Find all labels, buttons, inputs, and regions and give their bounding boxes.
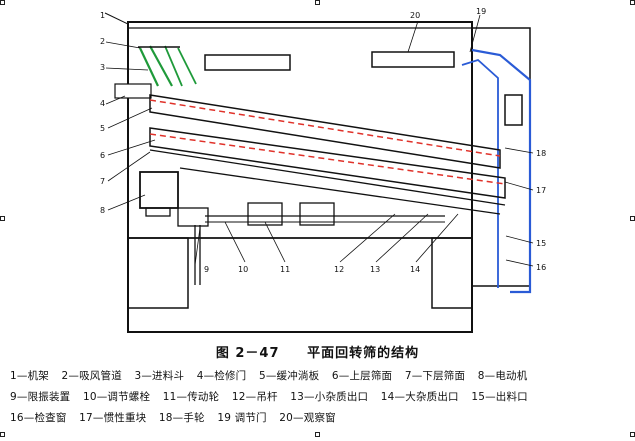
legend-item: 11—传动轮 bbox=[162, 391, 220, 403]
figure-number: 图 2－47 bbox=[215, 346, 280, 361]
resize-handle-bl[interactable] bbox=[0, 432, 5, 437]
callout-13: 13 bbox=[370, 265, 380, 274]
machine-frame bbox=[127, 21, 473, 333]
legend-item: 18—手轮 bbox=[158, 412, 205, 424]
resize-handle-left[interactable] bbox=[0, 216, 5, 221]
upper-screen-red bbox=[149, 99, 501, 157]
callout-3: 3 bbox=[100, 63, 105, 72]
legend-item: 2—吸风管道 bbox=[61, 370, 122, 382]
legend-item: 6—上层筛面 bbox=[331, 370, 393, 382]
resize-handle-br[interactable] bbox=[630, 432, 635, 437]
drive-wheel bbox=[177, 207, 209, 227]
legend-row-2: 9—限振装置 10—调节螺栓 11—传动轮 12—吊杆 13—小杂质出口 14—… bbox=[10, 389, 630, 404]
legend-item: 3—进料斗 bbox=[134, 370, 185, 382]
legend-item: 17—惯性重块 bbox=[79, 412, 147, 424]
resize-handle-bottom[interactable] bbox=[315, 432, 320, 437]
resize-handle-tr[interactable] bbox=[630, 0, 635, 5]
callout-19: 19 bbox=[476, 7, 486, 16]
inspection-window bbox=[504, 94, 523, 126]
upper-sieve-deck bbox=[149, 94, 501, 169]
callout-11: 11 bbox=[280, 265, 290, 274]
lower-screen-red bbox=[149, 133, 506, 185]
resize-handle-right[interactable] bbox=[630, 216, 635, 221]
legend-row-1: 1—机架 2—吸风管道 3—进料斗 4—检修门 5—缓冲淌板 6—上层筛面 7—… bbox=[10, 368, 630, 383]
legend-item: 9—限振装置 bbox=[10, 391, 71, 403]
legend-item: 1—机架 bbox=[10, 370, 49, 382]
callout-4: 4 bbox=[100, 99, 105, 108]
callout-14: 14 bbox=[410, 265, 420, 274]
blue-casing bbox=[471, 48, 532, 294]
electric-motor bbox=[139, 171, 179, 209]
feed-hopper bbox=[139, 47, 159, 87]
callout-10: 10 bbox=[238, 265, 248, 274]
legend-item: 13—小杂质出口 bbox=[290, 391, 369, 403]
legend-item: 12—吊杆 bbox=[231, 391, 278, 403]
callout-1: 1 bbox=[100, 11, 105, 20]
callout-6: 6 bbox=[100, 151, 105, 160]
callout-7: 7 bbox=[100, 177, 105, 186]
legend-item: 10—调节螺栓 bbox=[82, 391, 151, 403]
legend-item: 7—下层筛面 bbox=[404, 370, 466, 382]
legend-item: 5—缓冲淌板 bbox=[258, 370, 320, 382]
resize-handle-top[interactable] bbox=[315, 0, 320, 5]
lower-sieve-deck bbox=[149, 127, 506, 199]
legend-item: 16—检查窗 bbox=[10, 412, 67, 424]
figure-title: 平面回转筛的结构 bbox=[307, 346, 420, 361]
observation-window bbox=[204, 54, 291, 71]
callout-9: 9 bbox=[204, 265, 209, 274]
callout-16: 16 bbox=[536, 263, 546, 272]
callout-20: 20 bbox=[410, 11, 420, 20]
legend-item: 4—检修门 bbox=[196, 370, 247, 382]
callout-5: 5 bbox=[100, 124, 105, 133]
observation-window bbox=[371, 51, 455, 68]
callout-15: 15 bbox=[536, 239, 546, 248]
legend-item: 19 调节门 bbox=[217, 412, 267, 424]
callout-17: 17 bbox=[536, 186, 546, 195]
legend-item: 15—出料口 bbox=[471, 391, 528, 403]
callout-18: 18 bbox=[536, 149, 546, 158]
figure-caption: 图 2－47 平面回转筛的结构 bbox=[0, 342, 635, 361]
callout-2: 2 bbox=[100, 37, 105, 46]
legend-row-3: 16—检查窗 17—惯性重块 18—手轮 19 调节门 20—观察窗 bbox=[10, 410, 630, 425]
callout-8: 8 bbox=[100, 206, 105, 215]
legend-item: 8—电动机 bbox=[477, 370, 528, 382]
callout-12: 12 bbox=[334, 265, 344, 274]
legend-item: 14—大杂质出口 bbox=[380, 391, 459, 403]
callout-labels: 1 2 3 4 5 6 7 8 9 10 11 12 13 1 bbox=[100, 7, 546, 274]
legend-item: 20—观察窗 bbox=[279, 412, 336, 424]
resize-handle-tl[interactable] bbox=[0, 0, 5, 5]
